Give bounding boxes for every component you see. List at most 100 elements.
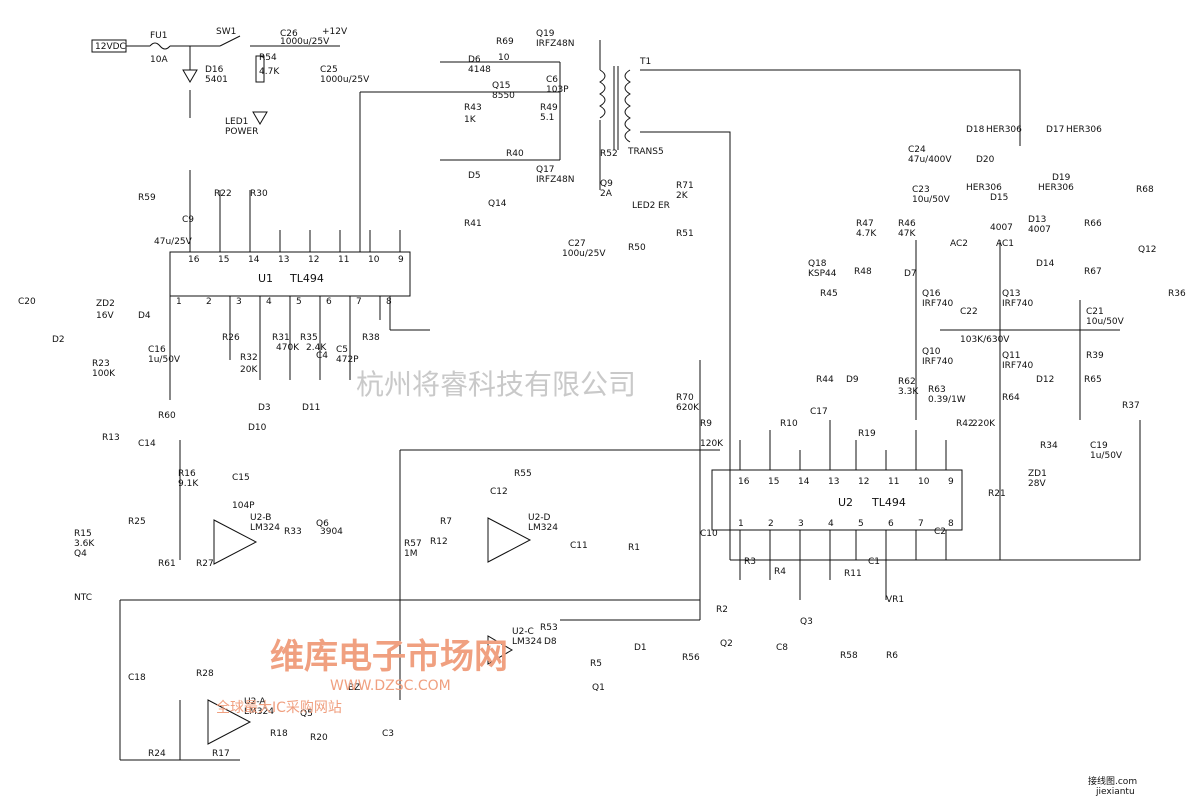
vplus-label: +12V bbox=[322, 27, 348, 37]
u1-pin-6: 6 bbox=[326, 297, 332, 307]
component-label: C11 bbox=[570, 541, 588, 551]
component-label: C19 bbox=[1090, 441, 1108, 451]
component-label: R52 bbox=[600, 149, 618, 159]
component-label: Q15 bbox=[492, 81, 511, 91]
component-label: R11 bbox=[844, 569, 862, 579]
component-label: 100K bbox=[92, 369, 116, 379]
u2-pin-14: 14 bbox=[798, 477, 810, 487]
component-label: R21 bbox=[988, 489, 1006, 499]
component-label: R37 bbox=[1122, 401, 1140, 411]
component-label: R35 bbox=[300, 333, 318, 343]
u2-pin-13: 13 bbox=[828, 477, 839, 487]
u2-pin-11: 11 bbox=[888, 477, 899, 487]
component-label: 2A bbox=[600, 189, 613, 199]
component-label: 103P bbox=[546, 85, 569, 95]
component-label: C14 bbox=[138, 439, 156, 449]
component-label: D8 bbox=[544, 637, 557, 647]
led1-ref: LED1 bbox=[225, 117, 248, 127]
q13-ref: Q13 bbox=[1002, 289, 1021, 299]
component-label: LED2 bbox=[632, 201, 655, 211]
component-label: Q2 bbox=[720, 639, 733, 649]
u2c-ref: U2-C bbox=[512, 627, 534, 637]
component-label: 3.6K bbox=[74, 539, 95, 549]
component-label: R43 bbox=[464, 103, 482, 113]
transformer-label: TRANS5 bbox=[627, 147, 664, 157]
u2-part: TL494 bbox=[871, 496, 906, 509]
component-label: Q18 bbox=[808, 259, 827, 269]
component-label: 4148 bbox=[468, 65, 491, 75]
component-label: R63 bbox=[928, 385, 946, 395]
component-label: D12 bbox=[1036, 375, 1054, 385]
c26-value: 1000u/25V bbox=[280, 37, 330, 47]
q16-part: IRF740 bbox=[922, 299, 954, 309]
u2-pin-15: 15 bbox=[768, 477, 779, 487]
q10-ref: Q10 bbox=[922, 347, 941, 357]
u1-pin-14: 14 bbox=[248, 255, 260, 265]
component-label: NTC bbox=[74, 593, 92, 603]
u1-pin-2: 2 bbox=[206, 297, 212, 307]
component-label: R45 bbox=[820, 289, 838, 299]
component-label: R26 bbox=[222, 333, 240, 343]
u1-pin-4: 4 bbox=[266, 297, 272, 307]
u1-part: TL494 bbox=[289, 272, 324, 285]
component-label: R61 bbox=[158, 559, 176, 569]
d18-ref: D18 bbox=[966, 125, 985, 135]
component-label: 5.1 bbox=[540, 113, 554, 123]
component-label: R64 bbox=[1002, 393, 1020, 403]
opamp-u2d bbox=[487, 517, 532, 563]
component-label: 8550 bbox=[492, 91, 515, 101]
component-label: R9 bbox=[700, 419, 712, 429]
component-label: 47u/25V bbox=[154, 237, 193, 247]
d19-ref: D19 bbox=[1052, 173, 1071, 183]
q11-ref: Q11 bbox=[1002, 351, 1021, 361]
component-label: R18 bbox=[270, 729, 288, 739]
component-label: 1u/50V bbox=[148, 355, 181, 365]
component-label: 470K bbox=[276, 343, 300, 353]
q17-ref: Q17 bbox=[536, 165, 555, 175]
component-label: D5 bbox=[468, 171, 481, 181]
component-label: R13 bbox=[102, 433, 120, 443]
component-label: 20K bbox=[240, 365, 258, 375]
component-label: C24 bbox=[908, 145, 926, 155]
component-label: R46 bbox=[898, 219, 916, 229]
component-label: AC2 bbox=[950, 239, 968, 249]
component-label: 100u/25V bbox=[562, 249, 606, 259]
d16-ref: D16 bbox=[205, 65, 224, 75]
component-label: 10 bbox=[498, 53, 510, 63]
component-label: 4.7K bbox=[856, 229, 877, 239]
u1-ref: U1 bbox=[258, 272, 273, 285]
led1-diode bbox=[252, 111, 268, 125]
component-label: C9 bbox=[182, 215, 194, 225]
component-label: R6 bbox=[886, 651, 898, 661]
component-label: AC1 bbox=[996, 239, 1014, 249]
u1-pin-10: 10 bbox=[368, 255, 380, 265]
switch-ref: SW1 bbox=[216, 27, 236, 37]
component-label: R62 bbox=[898, 377, 916, 387]
transformer-core bbox=[613, 66, 619, 150]
component-label: Q5 bbox=[300, 709, 313, 719]
u1-pin-12: 12 bbox=[308, 255, 319, 265]
component-label: R25 bbox=[128, 517, 146, 527]
component-label: R50 bbox=[628, 243, 646, 253]
u1-tl494 bbox=[169, 251, 411, 297]
component-label: R4 bbox=[774, 567, 786, 577]
component-label: Q1 bbox=[592, 683, 605, 693]
component-label: 2.4K bbox=[306, 343, 327, 353]
d13-part: 4007 bbox=[1028, 225, 1051, 235]
component-label: 104P bbox=[232, 501, 255, 511]
component-label: R10 bbox=[780, 419, 798, 429]
component-label: Q9 bbox=[600, 179, 613, 189]
component-label: 103K/630V bbox=[960, 335, 1010, 345]
component-label: R66 bbox=[1084, 219, 1102, 229]
d19-part: HER306 bbox=[1038, 183, 1074, 193]
component-label: 620K bbox=[676, 403, 700, 413]
d15-part: 4007 bbox=[990, 223, 1013, 233]
component-label: R40 bbox=[506, 149, 524, 159]
component-label: 28V bbox=[1028, 479, 1046, 489]
brand-tagline: 全球最大IC采购网站 bbox=[216, 699, 342, 716]
r54-value: 4.7K bbox=[259, 67, 280, 77]
component-label: 10u/50V bbox=[1086, 317, 1125, 327]
